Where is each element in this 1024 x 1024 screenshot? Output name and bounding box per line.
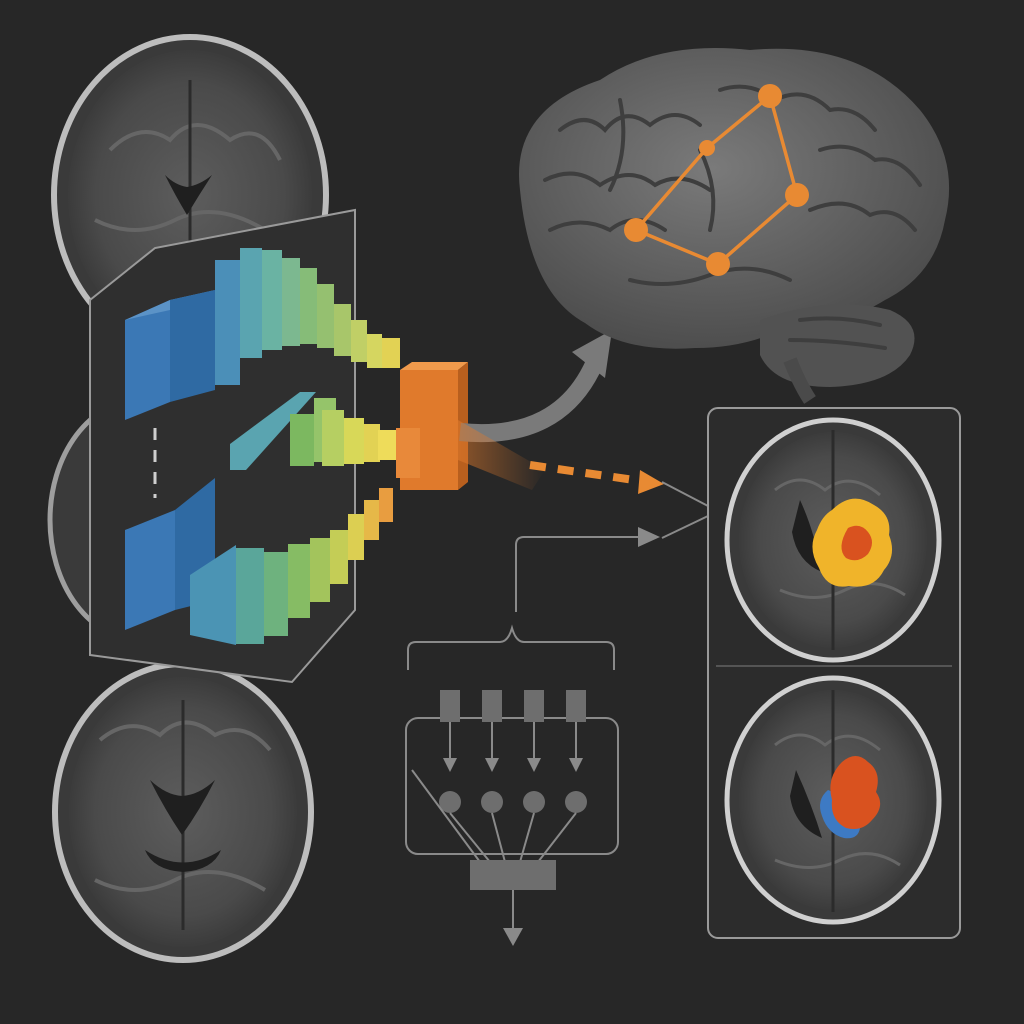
- encoder-top-row: [125, 248, 400, 420]
- node-circle-4: [565, 791, 587, 813]
- tumor-core-red: [841, 525, 872, 561]
- middle-row: [230, 392, 396, 470]
- fusion-box: [470, 860, 556, 890]
- gray-arrow-to-brain: [459, 330, 612, 443]
- orange-dashed-arrow: [529, 461, 664, 494]
- orange-beam: [458, 420, 545, 490]
- node-circle-3: [523, 791, 545, 813]
- ensemble-block: [405, 527, 660, 946]
- brain-icon: [519, 48, 950, 404]
- neuron-node-icon: [785, 183, 809, 207]
- node-circle-1: [439, 791, 461, 813]
- neuron-node-icon: [699, 140, 715, 156]
- tumor-region-red: [830, 756, 881, 829]
- neuron-node-icon: [706, 252, 730, 276]
- neuron-node-icon: [624, 218, 648, 242]
- brain-network: [624, 84, 809, 276]
- bottleneck-block: [396, 362, 468, 490]
- segmentation-slice-bottom: [724, 675, 942, 925]
- model-box-1: [440, 690, 460, 722]
- model-box-3: [524, 690, 544, 722]
- decoder-bottom-row: [125, 478, 393, 645]
- node-circle-2: [481, 791, 503, 813]
- neuron-node-icon: [758, 84, 782, 108]
- output-arrow-icon: [503, 928, 523, 946]
- model-box-2: [482, 690, 502, 722]
- converge-lines: [661, 481, 709, 539]
- model-box-4: [566, 690, 586, 722]
- mri-slice-bottom-left: [52, 661, 314, 963]
- segmentation-slice-top: [724, 417, 942, 663]
